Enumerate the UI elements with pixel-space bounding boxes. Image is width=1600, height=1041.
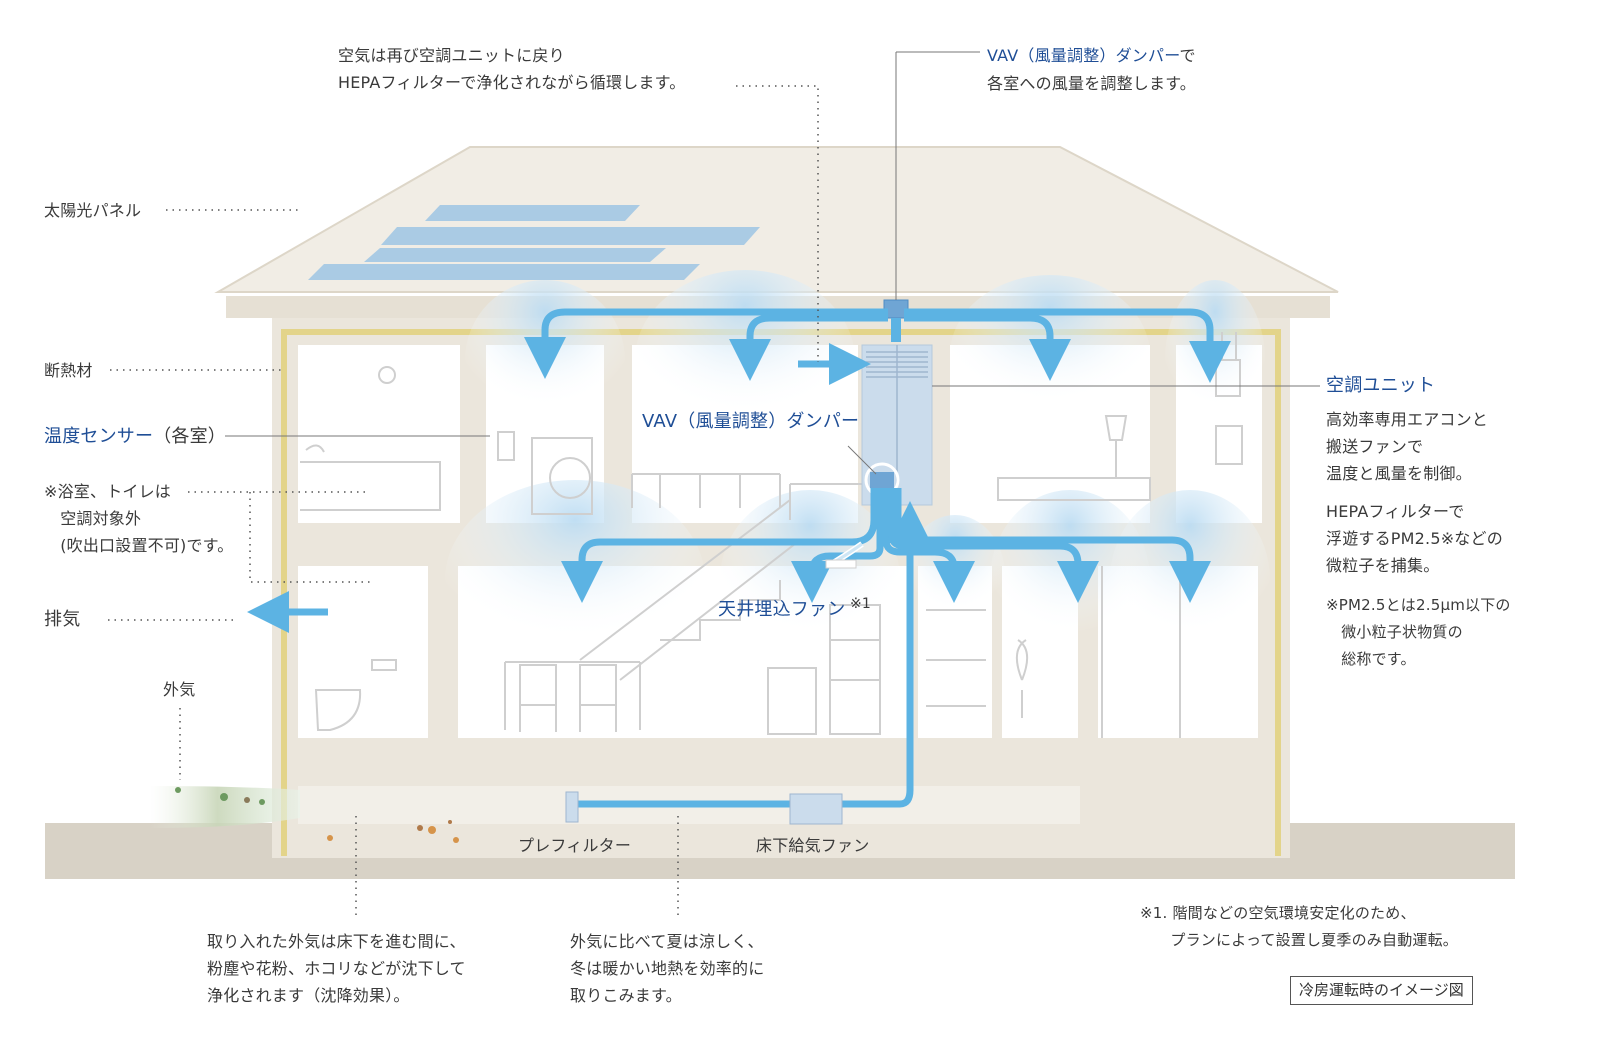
bottom-middle-note: 外気に比べて夏は涼しく、 冬は暖かい地熱を効率的に 取りこみます。: [570, 932, 765, 1005]
ac-unit-title: 空調ユニット: [1326, 375, 1436, 396]
footnote: ※1. 階間などの空気環境安定化のため、 プランによって設置し夏季のみ自動運転。: [1140, 904, 1459, 949]
solar-panels: [308, 205, 760, 280]
insulation-label: 断熱材: [44, 361, 93, 380]
vav-top-line2: 各室への風量を調整します。: [987, 74, 1197, 93]
pre-filter-label: プレフィルター: [518, 836, 632, 855]
airflow-arrows: [247, 308, 1231, 808]
ceiling-fan-label: 天井埋込ファン: [718, 599, 846, 620]
furniture-sketch: [300, 332, 1243, 520]
ceiling-fan-note: ※1: [850, 596, 872, 612]
vav-top-label-blue: VAV（風量調整）ダンパー: [987, 46, 1180, 65]
ac-unit-desc1: 高効率専用エアコンと 搬送ファンで 温度と風量を制御。: [1326, 410, 1489, 483]
outside-air-stream: [150, 786, 300, 828]
underfloor-fan: [789, 793, 843, 825]
ceiling-fan: [825, 559, 857, 569]
bottom-left-note: 取り入れた外気は床下を進む間に、 粉塵や花粉、ホコリなどが沈下して 浄化されます…: [207, 932, 466, 1005]
temp-sensor-label-blue: 温度センサー: [44, 426, 154, 447]
air-return-label: 空気は再び空調ユニットに戻り HEPAフィルターで浄化されながら循環します。: [338, 46, 686, 92]
outside-air-label: 外気: [163, 680, 196, 699]
ac-unit-desc2: HEPAフィルターで 浮遊するPM2.5※などの 微粒子を捕集。: [1326, 502, 1503, 575]
first-floor-rooms: [298, 480, 1270, 738]
leader-lines: [108, 85, 819, 918]
vav-top-label: VAV（風量調整）ダンパーで: [987, 42, 1196, 69]
vav-top-label-suffix: で: [1179, 46, 1196, 65]
furniture-sketch-1f: [314, 499, 1181, 738]
exhaust-label: 排気: [44, 609, 81, 630]
image-caption: 冷房運転時のイメージ図: [1290, 976, 1473, 1005]
vav-middle-label: VAV（風量調整）ダンパー: [642, 411, 860, 432]
temp-sensor-label: 温度センサー（各室）: [44, 423, 226, 450]
ac-unit-desc3: ※PM2.5とは2.5μm以下の 微小粒子状物質の 総称です。: [1326, 596, 1511, 668]
dust-particles: [175, 787, 459, 843]
vav-damper-middle: [870, 472, 894, 488]
bath-note: ※浴室、トイレは 空調対象外 (吹出口設置不可)です。: [44, 482, 234, 555]
pre-filter: [565, 791, 579, 823]
temp-sensor-label-suffix: （各室）: [153, 426, 227, 447]
solar-panel-label: 太陽光パネル: [44, 201, 142, 220]
underfloor-fan-label: 床下給気ファン: [756, 836, 870, 855]
